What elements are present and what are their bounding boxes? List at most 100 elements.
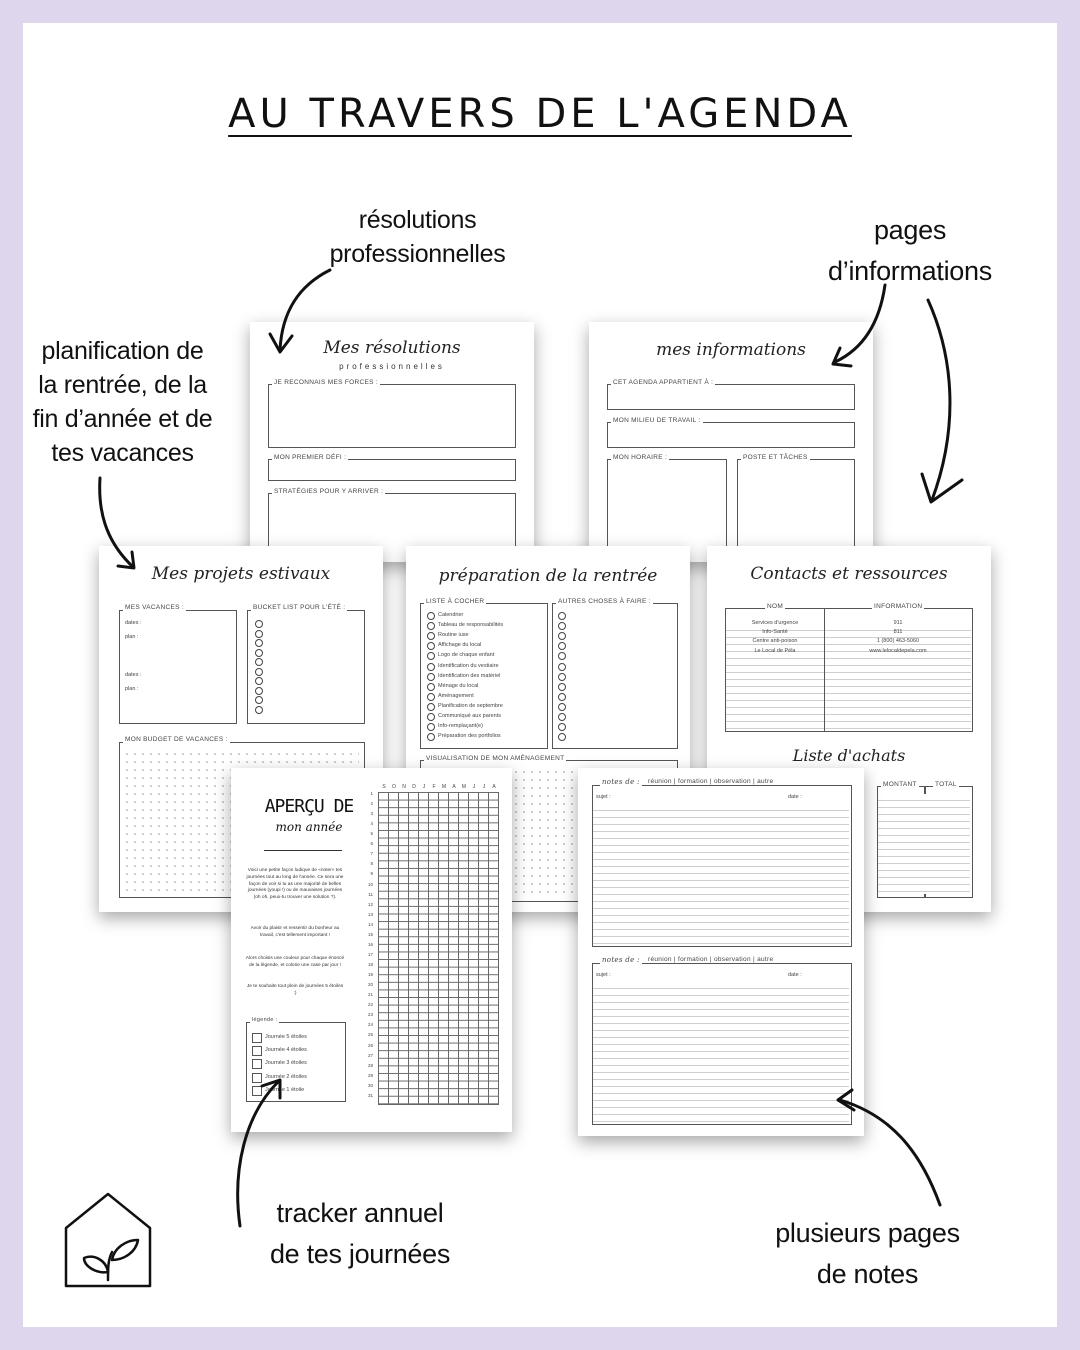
field-dates-2: dates :	[125, 672, 142, 678]
informations-title: mes informations	[656, 340, 806, 360]
checklist-item: Tableau de responsabilités	[438, 622, 504, 629]
month-label: A	[452, 784, 456, 790]
legend-item: Journée 2 étoiles	[265, 1073, 307, 1080]
page-tracker: APERÇU DE mon année Voici une petite faç…	[231, 768, 512, 1132]
notes-lines	[593, 982, 849, 1122]
vacances-box	[119, 610, 237, 724]
day-number: 28	[367, 1062, 373, 1068]
checklist-item: Routine iuse	[438, 632, 469, 639]
day-number: 11	[368, 891, 373, 897]
legend-item: Journée 4 étoiles	[265, 1047, 307, 1054]
day-number: 1	[370, 791, 373, 796]
autres-circle	[558, 622, 566, 631]
callout-informations: pages d’informations	[828, 215, 992, 286]
callout-resolutions: résolutions professionnelles	[329, 206, 506, 268]
autres-circle	[558, 612, 566, 620]
day-number: 21	[367, 992, 373, 998]
legend-checkbox	[252, 1046, 262, 1057]
rentree-title: préparation de la rentrée	[438, 566, 658, 586]
strategies-box	[268, 493, 516, 562]
tracker-title-rule	[264, 850, 342, 851]
tracker-grid	[378, 792, 499, 1105]
autres-circle	[558, 642, 566, 651]
day-number: 27	[367, 1052, 373, 1058]
notes-box	[592, 963, 852, 1125]
checklist-circle	[427, 632, 435, 641]
legend-checkbox	[252, 1072, 262, 1083]
resolutions-subtitle: professionnelles	[339, 362, 445, 371]
page-title: AU TRAVERS DE L'AGENDA	[228, 90, 852, 137]
contacts-header-info: INFORMATION	[872, 603, 925, 610]
day-number: 7	[370, 851, 373, 857]
appartient-box	[607, 384, 855, 410]
bucket-circle	[255, 658, 263, 666]
day-number: 25	[367, 1032, 373, 1038]
checklist-item: Communiqué aux parents	[438, 713, 501, 719]
month-label: A	[492, 784, 496, 790]
visualisation-label: VISUALISATION DE MON AMÉNAGEMENT	[424, 755, 567, 762]
bucket-circle	[255, 648, 263, 657]
month-label: M	[461, 784, 467, 790]
notes-subject: sujet :	[596, 972, 611, 978]
tracker-subtitle: mon année	[275, 820, 343, 834]
day-number: 22	[367, 1002, 373, 1008]
day-number: 15	[367, 931, 373, 937]
checklist-circle	[427, 642, 435, 651]
notes-date: date :	[788, 972, 802, 978]
checklist-circle	[427, 692, 435, 701]
field-plan-1: plan :	[125, 634, 139, 640]
checklist-circle	[427, 612, 435, 620]
month-label: M	[441, 784, 447, 790]
tracker-intro: Voici une petite façon ludique de «noter…	[246, 868, 344, 901]
forces-box	[268, 384, 516, 448]
day-number: 30	[367, 1082, 373, 1088]
achats-montant-label: MONTANT	[881, 781, 919, 788]
checklist-circle	[427, 733, 435, 742]
legend-checkbox	[252, 1085, 262, 1096]
bucket-circle	[255, 705, 263, 714]
checklist-circle	[427, 682, 435, 691]
checklist-item: Logo de chaque enfant	[438, 652, 495, 659]
field-plan-2: plan :	[125, 686, 139, 692]
resolutions-title: Mes résolutions	[323, 338, 461, 358]
poste-label: POSTE ET TÂCHES	[741, 454, 810, 461]
contacts-table-lines	[726, 624, 971, 729]
bucket-circle	[255, 696, 263, 704]
notes-header: notes de :	[600, 778, 642, 786]
checklist-item: Info-remplaçant(e)	[438, 723, 483, 730]
achats-title: Liste d'achats	[792, 746, 906, 765]
checklist-circle	[427, 723, 435, 732]
contact-info: 1 (800) 463-5060	[876, 638, 920, 645]
month-label: D	[412, 784, 416, 790]
strategies-label: STRATÉGIES POUR Y ARRIVER :	[272, 488, 386, 495]
day-number: 19	[367, 972, 373, 978]
checklist-item: Calendrier	[438, 612, 464, 618]
defi-label: MON PREMIER DÉFI :	[272, 454, 349, 461]
day-number: 17	[367, 951, 373, 957]
checklist-circle	[427, 622, 435, 631]
bucket-circle	[255, 667, 263, 676]
field-dates-1: dates :	[125, 620, 142, 626]
autres-circle	[558, 702, 566, 711]
forces-label: JE RECONNAIS MES FORCES :	[272, 379, 380, 386]
bucket-circle	[255, 677, 263, 685]
day-number: 29	[367, 1072, 373, 1078]
bucket-circle	[255, 629, 263, 638]
horaire-label: MON HORAIRE :	[611, 454, 670, 461]
day-number: 4	[370, 821, 373, 827]
checklist-item: Identification du vestiaire	[438, 662, 499, 669]
notes-header: notes de :	[600, 956, 642, 964]
notes-date: date :	[788, 794, 802, 800]
contact-info: 811	[893, 629, 903, 636]
day-number: 31	[367, 1092, 373, 1098]
contact-info: 911	[893, 620, 903, 626]
month-label: F	[432, 784, 436, 790]
autres-label: AUTRES CHOSES À FAIRE :	[556, 598, 653, 605]
callout-planification: planification de la rentrée, de la fin d…	[32, 337, 213, 467]
budget-label: MON BUDGET DE VACANCES :	[123, 736, 230, 743]
day-number: 9	[370, 871, 373, 877]
callout-notes: plusieurs pages de notes	[775, 1218, 960, 1289]
legend-item: Journée 3 étoiles	[265, 1060, 307, 1067]
month-label: J	[422, 784, 426, 790]
contacts-divider	[824, 608, 825, 731]
